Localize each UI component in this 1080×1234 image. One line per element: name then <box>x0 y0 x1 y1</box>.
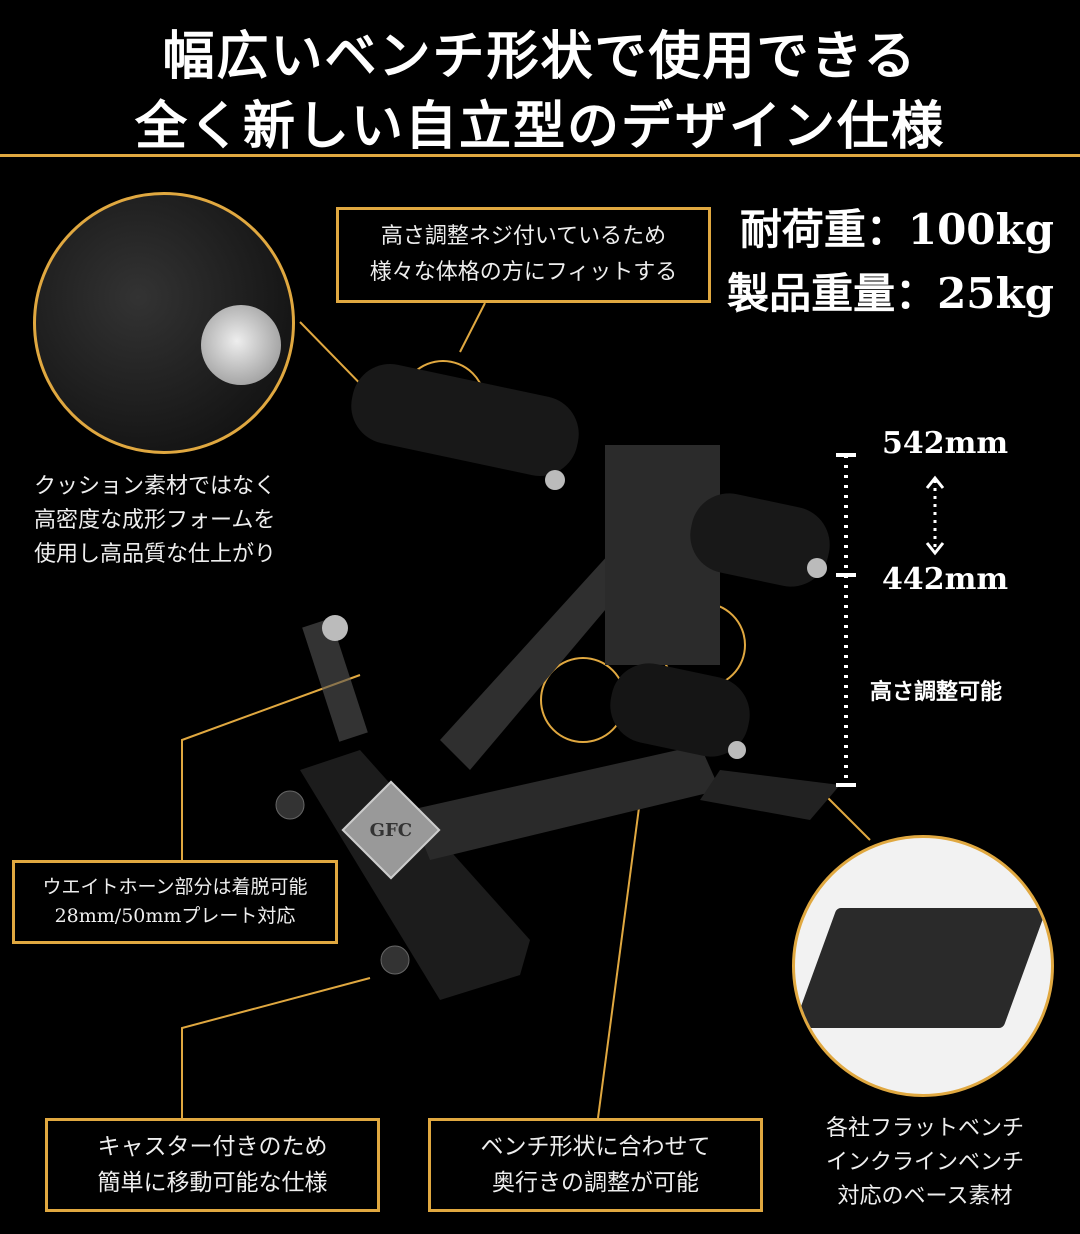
load-capacity: 耐荷重：100kg <box>739 205 1054 254</box>
headline-line2: 全く新しい自立型のデザイン仕様 <box>134 97 945 157</box>
divider <box>0 154 1080 157</box>
base-detail-image <box>792 835 1054 1097</box>
caster-callout: キャスター付きのため 簡単に移動可能な仕様 <box>45 1118 380 1212</box>
foam-caption: クッション素材ではなく 高密度な成形フォームを 使用し高品質な仕上がり <box>34 474 277 567</box>
height-dimension <box>836 453 945 787</box>
base-plate <box>795 908 1047 1028</box>
min-height: 442mm <box>882 562 1009 597</box>
depth-callout: ベンチ形状に合わせて 奥行きの調整が可能 <box>428 1118 763 1212</box>
headline-line1: 幅広いベンチ形状で使用できる <box>162 27 918 87</box>
height-adjust-label: 高さ調整可能 <box>870 680 1003 705</box>
bench-frame <box>275 364 840 1000</box>
base-caption: 各社フラットベンチ インクラインベンチ 対応のベース素材 <box>825 1116 1024 1209</box>
product-weight: 製品重量：25kg <box>727 269 1054 318</box>
screw-callout: 高さ調整ネジ付いているため 様々な体格の方にフィットする <box>336 207 711 303</box>
max-height: 542mm <box>882 426 1009 461</box>
horn-callout: ウエイトホーン部分は着脱可能 28mm/50mmプレート対応 <box>12 860 338 944</box>
foam-detail-image <box>33 192 295 454</box>
end-cap <box>201 305 281 385</box>
